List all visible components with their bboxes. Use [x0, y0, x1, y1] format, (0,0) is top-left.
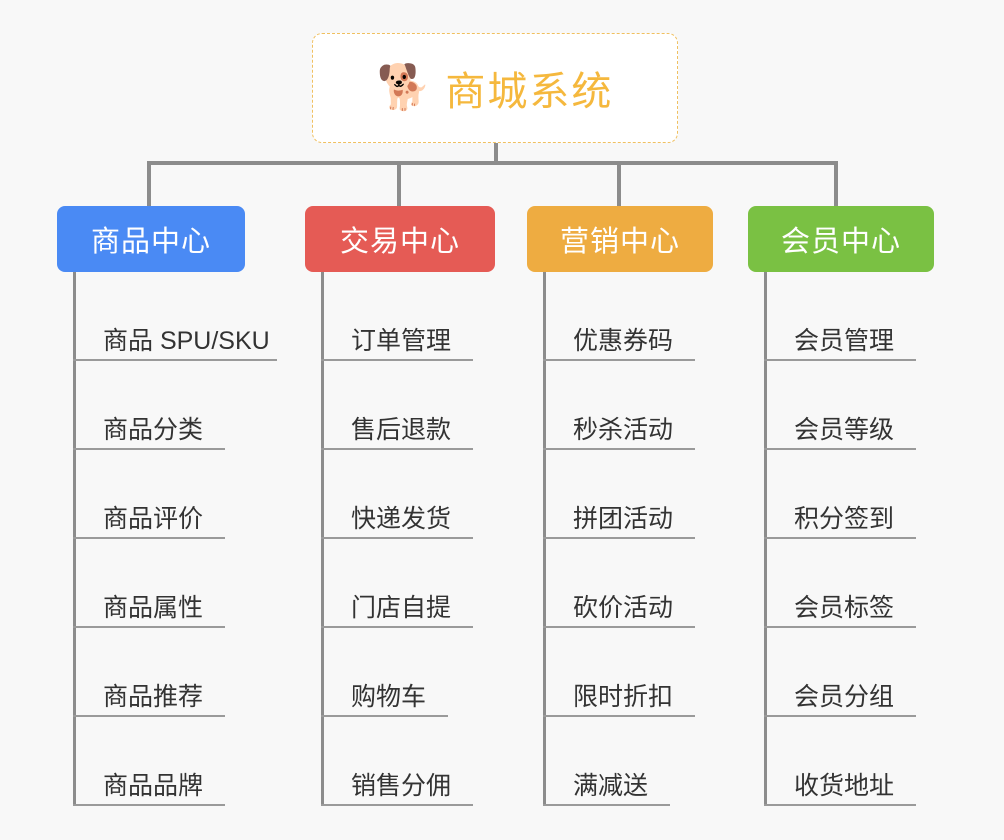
branch-drop-line-4 — [834, 161, 838, 206]
branch-header-label: 商品中心 — [90, 226, 211, 258]
leaf-label: 秒杀活动 — [573, 415, 674, 444]
branch-drop-line-2 — [397, 161, 401, 206]
list-item[interactable]: 砍价活动 — [543, 539, 695, 628]
root-stem-line — [494, 143, 498, 164]
leaf-label: 商品 SPU/SKU — [103, 326, 270, 355]
list-item[interactable]: 会员管理 — [764, 272, 916, 361]
leaf-underline — [764, 626, 916, 628]
list-item[interactable]: 售后退款 — [321, 361, 473, 450]
leaf-underline — [764, 448, 916, 450]
leaf-label: 限时折扣 — [573, 682, 674, 711]
list-item[interactable]: 拼团活动 — [543, 450, 695, 539]
leaf-underline — [543, 715, 695, 717]
list-item[interactable]: 订单管理 — [321, 272, 473, 361]
branch-spine-product — [73, 272, 76, 806]
branch-spine-member — [764, 272, 767, 806]
root-title: 商城系统 — [445, 70, 614, 114]
leaf-underline — [543, 626, 695, 628]
list-item[interactable]: 商品 SPU/SKU — [73, 272, 280, 361]
list-item[interactable]: 限时折扣 — [543, 628, 695, 717]
leaf-underline — [764, 359, 916, 361]
shiba-dog-face-icon: 🐕 — [376, 63, 432, 112]
list-item[interactable]: 会员等级 — [764, 361, 916, 450]
leaf-underline — [321, 537, 473, 539]
list-item[interactable]: 商品推荐 — [73, 628, 280, 717]
leaf-label: 满减送 — [573, 771, 649, 800]
leaf-list-product: 商品 SPU/SKU 商品分类 商品评价 商品属性 商品推荐 商品品牌 — [73, 272, 280, 806]
leaf-label: 会员标签 — [794, 593, 895, 622]
leaf-underline — [764, 715, 916, 717]
leaf-underline — [764, 804, 916, 806]
leaf-underline — [543, 537, 695, 539]
leaf-list-trade: 订单管理 售后退款 快递发货 门店自提 购物车 销售分佣 — [321, 272, 473, 806]
leaf-underline — [73, 448, 225, 450]
leaf-label: 销售分佣 — [351, 771, 452, 800]
branch-header-label: 交易中心 — [339, 226, 460, 258]
leaf-label: 拼团活动 — [573, 504, 674, 533]
leaf-label: 商品分类 — [103, 415, 204, 444]
list-item[interactable]: 优惠券码 — [543, 272, 695, 361]
branch-drop-line-3 — [617, 161, 621, 206]
leaf-underline — [321, 448, 473, 450]
list-item[interactable]: 商品分类 — [73, 361, 280, 450]
leaf-list-member: 会员管理 会员等级 积分签到 会员标签 会员分组 收货地址 — [764, 272, 916, 806]
list-item[interactable]: 门店自提 — [321, 539, 473, 628]
branch-header-member[interactable]: 会员中心 — [748, 206, 934, 272]
leaf-label: 商品评价 — [103, 504, 204, 533]
leaf-label: 会员分组 — [794, 682, 895, 711]
leaf-underline — [73, 804, 225, 806]
leaf-underline — [321, 626, 473, 628]
list-item[interactable]: 商品品牌 — [73, 717, 280, 806]
list-item[interactable]: 商品评价 — [73, 450, 280, 539]
leaf-underline — [73, 537, 225, 539]
leaf-label: 收货地址 — [794, 771, 895, 800]
leaf-label: 商品属性 — [103, 593, 204, 622]
branch-spine-trade — [321, 272, 324, 806]
list-item[interactable]: 购物车 — [321, 628, 461, 717]
leaf-label: 积分签到 — [794, 504, 895, 533]
branch-drop-line-1 — [147, 161, 151, 206]
leaf-underline — [321, 359, 473, 361]
leaf-label: 快递发货 — [351, 504, 452, 533]
leaf-label: 砍价活动 — [573, 593, 674, 622]
leaf-list-marketing: 优惠券码 秒杀活动 拼团活动 砍价活动 限时折扣 满减送 — [543, 272, 695, 806]
leaf-underline — [321, 804, 473, 806]
leaf-label: 会员等级 — [794, 415, 895, 444]
list-item[interactable]: 秒杀活动 — [543, 361, 695, 450]
leaf-underline — [543, 804, 670, 806]
branch-header-label: 会员中心 — [780, 226, 901, 258]
leaf-underline — [321, 715, 448, 717]
branch-header-trade[interactable]: 交易中心 — [305, 206, 495, 272]
leaf-label: 会员管理 — [794, 326, 895, 355]
leaf-underline — [543, 448, 695, 450]
list-item[interactable]: 满减送 — [543, 717, 683, 806]
leaf-label: 售后退款 — [351, 415, 452, 444]
leaf-label: 门店自提 — [351, 593, 452, 622]
branch-spine-marketing — [543, 272, 546, 806]
list-item[interactable]: 商品属性 — [73, 539, 280, 628]
branch-header-product[interactable]: 商品中心 — [57, 206, 245, 272]
leaf-underline — [73, 626, 225, 628]
branch-header-marketing[interactable]: 营销中心 — [527, 206, 713, 272]
leaf-label: 商品品牌 — [103, 771, 204, 800]
list-item[interactable]: 快递发货 — [321, 450, 473, 539]
branch-bus-line — [147, 161, 838, 165]
leaf-underline — [73, 715, 225, 717]
leaf-underline — [543, 359, 695, 361]
root-node[interactable]: 🐕 商城系统 — [312, 33, 678, 143]
leaf-underline — [764, 537, 916, 539]
leaf-underline — [73, 359, 277, 361]
list-item[interactable]: 会员标签 — [764, 539, 916, 628]
leaf-label: 订单管理 — [351, 326, 452, 355]
branch-header-label: 营销中心 — [559, 226, 680, 258]
list-item[interactable]: 积分签到 — [764, 450, 916, 539]
leaf-label: 优惠券码 — [573, 326, 674, 355]
leaf-label: 购物车 — [351, 682, 427, 711]
list-item[interactable]: 销售分佣 — [321, 717, 473, 806]
list-item[interactable]: 会员分组 — [764, 628, 916, 717]
list-item[interactable]: 收货地址 — [764, 717, 916, 806]
leaf-label: 商品推荐 — [103, 682, 204, 711]
